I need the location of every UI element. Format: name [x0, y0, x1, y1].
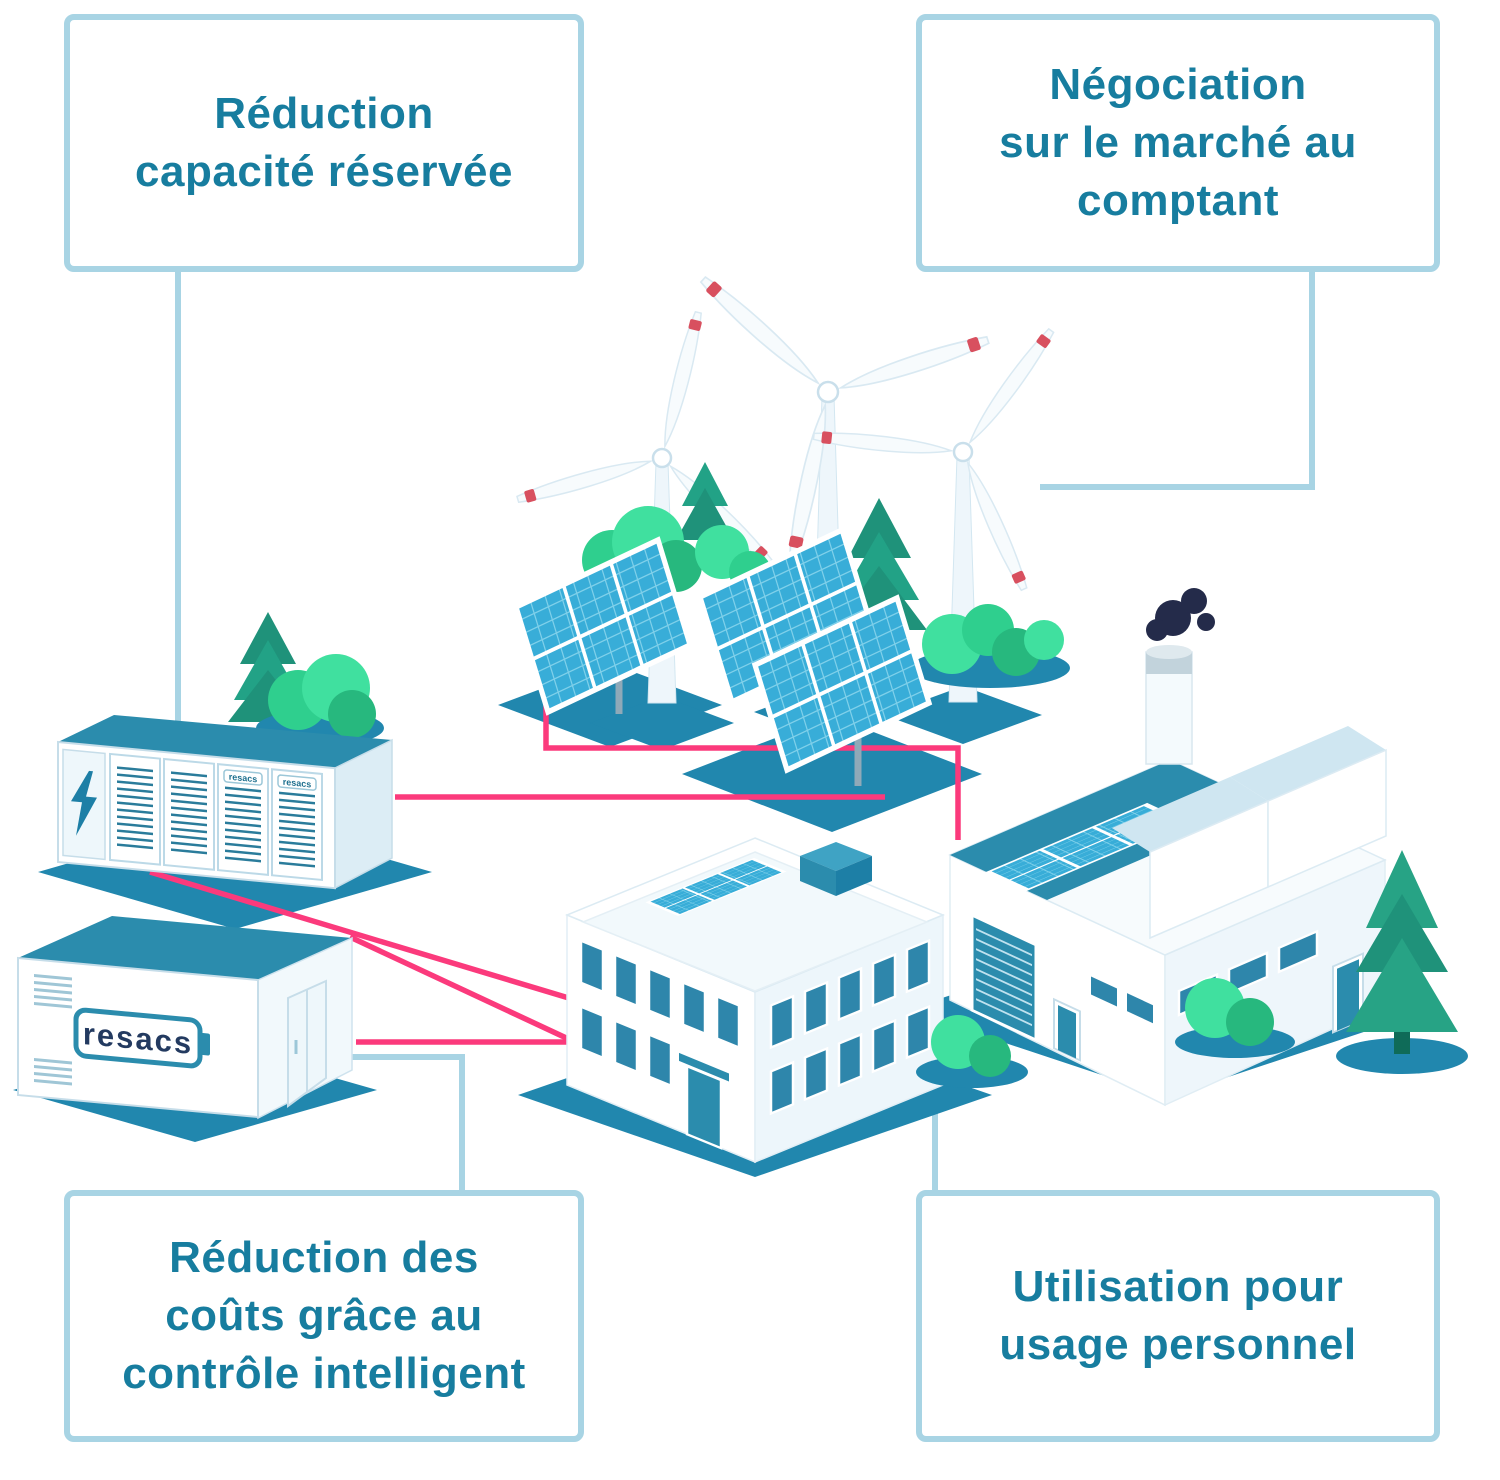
power-line-container-to-office-diagonal: [348, 934, 579, 1046]
factory-front-door: [1337, 959, 1359, 1031]
factory-left-face-details: [970, 913, 1155, 1062]
office-left-face-details: [579, 938, 741, 1150]
solar-panel-array-front: [755, 598, 929, 786]
office-building: [565, 837, 945, 1164]
office-right-face-details: [769, 938, 931, 1116]
pine-tree-right: [1336, 850, 1468, 1074]
callout-reserved-capacity: Réduction capacité réservée: [64, 14, 584, 272]
battery-rack: resacs resacs: [57, 715, 393, 890]
office-roof-unit: [800, 842, 872, 896]
connector-bottom-left: [350, 1054, 465, 1194]
battery-rack-brand-label: resacs: [229, 772, 258, 785]
factory: [948, 588, 1387, 1107]
factory-side-door: [1058, 1005, 1076, 1059]
battery-rack-brand-label: resacs: [283, 777, 312, 790]
callout-reserved-capacity-text: Réduction capacité réservée: [135, 88, 513, 196]
battery-brand-logo: resacs: [73, 1007, 210, 1069]
callout-cost-reduction-text: Réduction des coûts grâce au contrôle in…: [122, 1232, 526, 1399]
office-door: [685, 1064, 723, 1150]
lightning-bolt-icon: [71, 770, 97, 836]
battery-container: resacs: [17, 916, 353, 1120]
chimney-smoke: [1146, 588, 1215, 641]
power-network-lines: [149, 700, 961, 1046]
callout-personal-use: Utilisation pour usage personnel: [916, 1190, 1440, 1442]
solar-panel-array-left: [516, 540, 690, 714]
factory-chimney: [1145, 645, 1193, 765]
factory-sawtooth-roof: [1112, 726, 1387, 940]
power-line-rack-to-office: [149, 869, 593, 1008]
callout-personal-use-text: Utilisation pour usage personnel: [999, 1261, 1357, 1369]
callout-spot-market-text: Négociation sur le marché au comptant: [999, 59, 1357, 226]
connector-top-right: [1040, 268, 1315, 490]
bushes-right-of-solar: [910, 604, 1070, 688]
power-line-solar-to-factory: [543, 700, 961, 840]
callout-spot-market: Négociation sur le marché au comptant: [916, 14, 1440, 272]
bushes-left: [256, 654, 384, 746]
callout-cost-reduction: Réduction des coûts grâce au contrôle in…: [64, 1190, 584, 1442]
bushes-near-factory: [1175, 978, 1295, 1058]
bushes-near-office: [916, 1015, 1028, 1088]
